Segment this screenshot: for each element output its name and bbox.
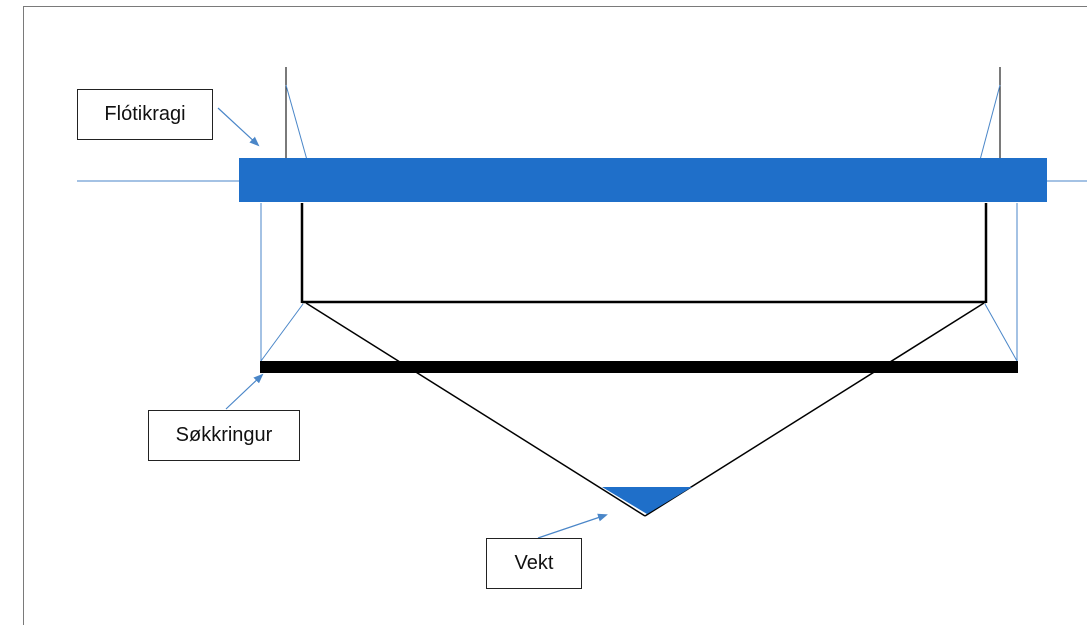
cone-right-side: [644, 302, 985, 517]
float-collar-label-text: Flótikragi: [104, 103, 186, 125]
float-collar-arrow: [217, 107, 260, 147]
weight-arrow: [537, 513, 608, 539]
cone-left-side: [305, 302, 646, 517]
weight-label-text: Vekt: [514, 552, 554, 574]
weight-label: Vekt: [486, 538, 582, 589]
weight-shape: [602, 487, 692, 514]
sinker-ring-label-text: Søkkringur: [175, 424, 273, 446]
left-top-rope: [285, 84, 308, 161]
sinker-ring-bar: [260, 361, 1018, 373]
float-collar-bar: [239, 158, 1047, 202]
float-collar-label: Flótikragi: [77, 89, 213, 140]
sinker-ring-label: Søkkringur: [148, 410, 300, 461]
sinker-ring-arrow: [225, 373, 264, 410]
page-border: [23, 6, 1087, 625]
left-sinker-rope: [260, 303, 304, 362]
right-sinker-rope: [984, 303, 1018, 362]
right-top-rope: [979, 84, 1001, 161]
